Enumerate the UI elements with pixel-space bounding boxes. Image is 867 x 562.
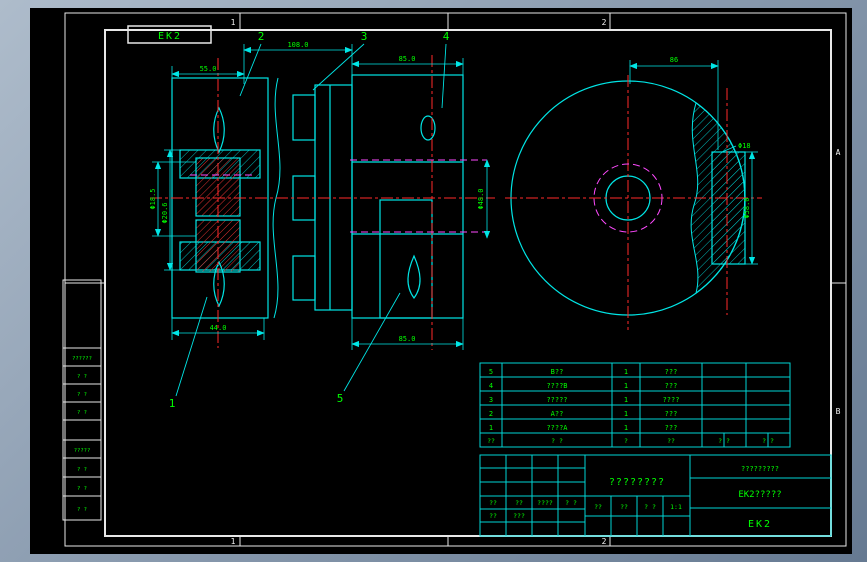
parts-header-material: ?? — [667, 437, 675, 445]
zone-bottom-2: 2 — [602, 537, 607, 546]
corner-box: EK2 — [127, 25, 212, 44]
revision-strip: ?????? ? ? ? ? ? ? ????? ? ? ? ? ? ? — [62, 279, 102, 521]
dimension-texts: 55.0 108.0 85.0 86 44.0 85.0 Φ18.5 Φ20.6… — [149, 41, 751, 343]
part-material: ??? — [665, 410, 678, 418]
spider-jaw-3 — [292, 255, 316, 301]
balloon-4: 4 — [443, 30, 450, 43]
cell-audit: ?? — [489, 512, 497, 520]
dim-dia-20-6: Φ20.6 — [161, 202, 169, 223]
cell-scale: 1:1 — [670, 503, 682, 511]
part-name: ????A — [546, 424, 568, 432]
dim-108: 108.0 — [287, 41, 308, 49]
part-material: ???? — [663, 396, 680, 404]
dim-55: 55.0 — [200, 65, 217, 73]
cell-m1: ?? — [594, 503, 602, 511]
drawing-canvas[interactable] — [30, 8, 852, 554]
drawing-title: ???????? — [609, 477, 665, 488]
cell-m3: ? ? — [644, 503, 656, 511]
part-name: ????? — [546, 396, 567, 404]
revision-mid-header: ????? — [74, 448, 91, 454]
part-no: 5 — [489, 368, 493, 376]
parts-list-table: 5 B?? 1 ??? 4 ????B 1 ??? 3 ????? 1 ????… — [479, 362, 791, 448]
jaw-slot-upper — [213, 106, 225, 154]
part-name: A?? — [551, 410, 564, 418]
part-material: ??? — [665, 382, 678, 390]
cell-check: ?? — [515, 499, 523, 507]
balloon-2: 2 — [258, 30, 265, 43]
dim-dia-18: Φ18 — [738, 142, 751, 150]
parts-header-weight: ? ? — [718, 437, 730, 445]
part-name: ????B — [546, 382, 567, 390]
rim-section-hatch — [711, 151, 746, 265]
dim-dia-18-5: Φ18.5 — [149, 188, 157, 209]
dimension-lines — [152, 44, 758, 350]
balloon-1: 1 — [169, 397, 176, 410]
part-qty: 1 — [624, 396, 628, 404]
bolt-circle — [593, 163, 663, 233]
cell-approve: ??? — [513, 512, 525, 520]
part-material: ??? — [665, 368, 678, 376]
revision-row: ? ? — [77, 410, 87, 416]
dim-44: 44.0 — [210, 324, 227, 332]
zone-labels: 1 2 1 2 A B — [231, 18, 841, 546]
keyway-slot — [420, 115, 436, 141]
parts-header-name: ? ? — [551, 437, 563, 445]
zone-right-a: A — [836, 148, 841, 157]
part-material: ??? — [665, 424, 678, 432]
balloon-3: 3 — [361, 30, 368, 43]
part-qty: 1 — [624, 410, 628, 418]
revision-row: ? ? — [77, 392, 87, 398]
part-name: B?? — [551, 368, 564, 376]
parts-header-no: ?? — [487, 437, 495, 445]
cell-m2: ?? — [620, 503, 628, 511]
dim-85-top: 85.0 — [399, 55, 416, 63]
zone-top-2: 2 — [602, 18, 607, 27]
zone-right-b: B — [836, 407, 841, 416]
item-balloons: 2 3 4 1 5 — [169, 30, 450, 410]
parts-header-qty: ? — [624, 437, 628, 445]
phantom-lines — [190, 159, 663, 233]
dim-dia-58: Φ58.0 — [743, 197, 751, 218]
part-no: 2 — [489, 410, 493, 418]
company-name: ????????? — [741, 465, 779, 473]
part-qty: 1 — [624, 368, 628, 376]
revision-row: ? ? — [77, 374, 87, 380]
dim-85-bottom: 85.0 — [399, 335, 416, 343]
part-no: 1 — [489, 424, 493, 432]
cell-page: ? ? — [565, 499, 577, 507]
part-no: 3 — [489, 396, 493, 404]
part-qty: 1 — [624, 382, 628, 390]
corner-part-number: EK2 — [158, 31, 182, 42]
cell-date: ???? — [537, 499, 553, 507]
dim-dia-48: Φ48.0 — [477, 188, 485, 209]
balloon-5: 5 — [337, 392, 344, 405]
product-name: EK2????? — [738, 490, 781, 500]
zone-bottom-1: 1 — [231, 537, 236, 546]
cell-design: ?? — [489, 499, 497, 507]
zone-top-1: 1 — [231, 18, 236, 27]
parts-header-note: ? ? — [762, 437, 774, 445]
revision-row: ? ? — [77, 467, 87, 473]
part-no: 4 — [489, 382, 493, 390]
set-screw-slot — [407, 254, 421, 300]
revision-row: ? ? — [77, 486, 87, 492]
dim-86: 86 — [670, 56, 678, 64]
title-block: ???????? ????????? EK2????? EK2 ?? ?? ??… — [479, 454, 832, 537]
spider-jaw-1 — [292, 94, 316, 141]
revision-row: ? ? — [77, 507, 87, 513]
drawing-number: EK2 — [748, 519, 772, 530]
part-qty: 1 — [624, 424, 628, 432]
revision-header: ?????? — [72, 356, 92, 362]
centerlines — [150, 55, 762, 350]
jaw-slot-lower — [213, 260, 225, 308]
